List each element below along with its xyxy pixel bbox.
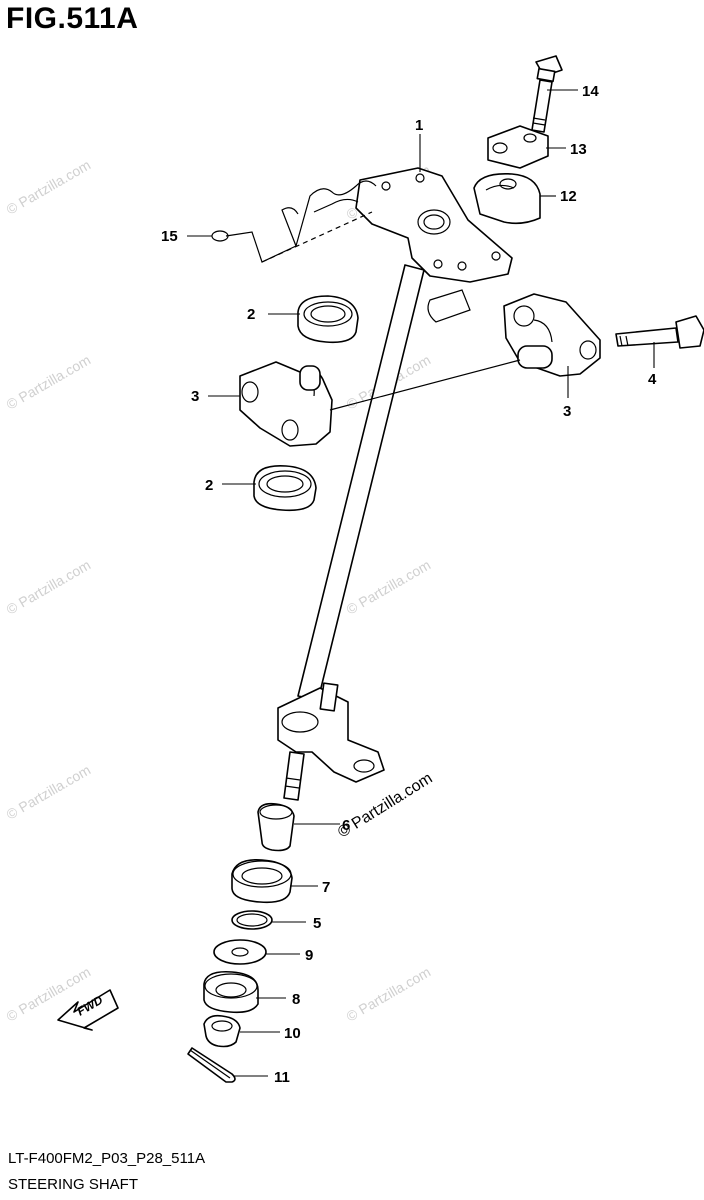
callout-1: 1 bbox=[415, 117, 423, 134]
part-4-bolt bbox=[615, 315, 704, 349]
part-2-bushing-upper bbox=[297, 295, 359, 344]
part-2-bushing-lower bbox=[253, 465, 317, 512]
figure-title: FIG.511A bbox=[6, 2, 139, 35]
callout-13: 13 bbox=[570, 141, 587, 158]
callout-11: 11 bbox=[274, 1069, 290, 1086]
drawing-code: LT-F400FM2_P03_P28_511A bbox=[8, 1150, 206, 1167]
callout-7: 7 bbox=[322, 879, 330, 896]
callout-14: 14 bbox=[582, 83, 599, 100]
callout-leaders bbox=[187, 89, 655, 1077]
part-12-lower-holder bbox=[473, 172, 541, 225]
watermark-text: © Partzilla.com bbox=[4, 762, 94, 823]
part-14-bolt bbox=[531, 55, 563, 133]
part-13-upper-holder bbox=[487, 125, 549, 169]
callout-12: 12 bbox=[560, 188, 577, 205]
callout-3-left: 3 bbox=[191, 388, 199, 405]
part-10-nut bbox=[203, 1014, 241, 1048]
part-6-bushing bbox=[257, 802, 295, 852]
callout-2-lower: 2 bbox=[205, 477, 213, 494]
part-8-bearing bbox=[203, 970, 259, 1014]
callout-6: 6 bbox=[342, 817, 350, 834]
watermark-text: © Partzilla.com bbox=[4, 157, 94, 218]
drawing-name: STEERING SHAFT bbox=[8, 1176, 139, 1193]
part-9-washer bbox=[213, 939, 267, 965]
watermark-text: © Partzilla.com bbox=[4, 557, 94, 618]
part-3-holder-left bbox=[239, 361, 333, 447]
callout-4: 4 bbox=[648, 371, 657, 388]
callout-5: 5 bbox=[313, 915, 321, 932]
part-3-holder-right bbox=[503, 293, 601, 377]
callout-8: 8 bbox=[292, 991, 300, 1008]
callout-3-right: 3 bbox=[563, 403, 571, 420]
callout-15: 15 bbox=[161, 228, 178, 245]
fwd-direction-arrow: FWD bbox=[57, 989, 119, 1031]
watermark-text: © Partzilla.com bbox=[344, 557, 434, 618]
watermark-text: © Partzilla.com bbox=[4, 352, 94, 413]
watermarks: © Partzilla.com © Partzilla.com © Partzi… bbox=[4, 157, 436, 1025]
watermark-text: © Partzilla.com bbox=[344, 964, 434, 1025]
callout-10: 10 bbox=[284, 1025, 301, 1042]
part-5-o-ring bbox=[231, 910, 273, 930]
part-11-cotter-pin bbox=[187, 1047, 236, 1083]
part-1-steering-shaft bbox=[277, 167, 513, 801]
callout-2-upper: 2 bbox=[247, 306, 255, 323]
part-7-seal bbox=[231, 858, 293, 904]
callout-labels: 1 2 2 3 3 4 5 6 7 8 9 10 11 12 13 14 15 bbox=[161, 83, 657, 1086]
callout-9: 9 bbox=[305, 947, 313, 964]
